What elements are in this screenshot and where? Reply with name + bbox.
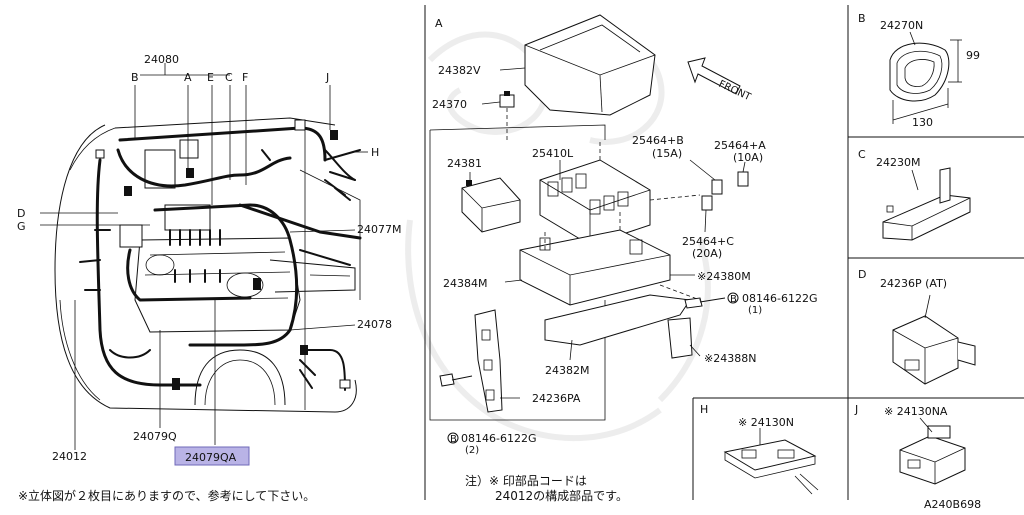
label-25464b-amp: (15A) bbox=[652, 147, 682, 160]
label-24388n: ※24388N bbox=[704, 352, 756, 365]
highlight-24079qa[interactable] bbox=[174, 446, 250, 466]
dim-130: 130 bbox=[912, 116, 933, 129]
bolt-circle-top-letter: B bbox=[730, 294, 737, 305]
panel-d-relay bbox=[892, 294, 976, 385]
label-bolt-top-qty: (1) bbox=[748, 305, 762, 316]
label-e: E bbox=[207, 71, 214, 84]
label-b: B bbox=[131, 71, 139, 84]
panel-a-relay-box bbox=[429, 14, 749, 421]
panel-b-letter: B bbox=[858, 12, 866, 25]
label-h: H bbox=[371, 146, 379, 159]
panel-c-bracket bbox=[882, 167, 971, 241]
label-24384m: 24384M bbox=[443, 277, 487, 290]
label-25464a: 25464+A bbox=[714, 139, 766, 152]
bolt-circle-bottom bbox=[447, 432, 459, 444]
label-24382v: 24382V bbox=[438, 64, 481, 77]
panel-b-grommet bbox=[889, 31, 962, 124]
panel-h-connector bbox=[723, 428, 819, 495]
label-25464c-amp: (20A) bbox=[692, 247, 722, 260]
label-bolt-bottom: 08146-6122G bbox=[461, 432, 536, 445]
label-25410l: 25410L bbox=[532, 147, 574, 160]
footnote-center-line2: 24012の構成部品です。 bbox=[495, 488, 628, 503]
label-f: F bbox=[242, 71, 248, 84]
label-24381: 24381 bbox=[447, 157, 482, 170]
label-a: A bbox=[184, 71, 192, 84]
label-24079q: 24079Q bbox=[133, 430, 177, 443]
engine-room-harness bbox=[40, 63, 368, 450]
label-24077m: 24077M bbox=[357, 223, 401, 236]
label-g: G bbox=[17, 220, 26, 233]
front-label: FRONT bbox=[717, 79, 753, 104]
diagram-id: A240B698 bbox=[924, 498, 981, 511]
panel-j-letter: J bbox=[854, 403, 858, 416]
panel-j-connector bbox=[899, 417, 966, 485]
label-25464b: 25464+B bbox=[632, 134, 684, 147]
label-bolt-bottom-qty: (2) bbox=[465, 445, 479, 456]
label-bolt-top: 08146-6122G bbox=[742, 292, 817, 305]
label-d: D bbox=[17, 207, 25, 220]
label-24380m: ※24380M bbox=[697, 270, 751, 283]
label-25464c: 25464+C bbox=[682, 235, 734, 248]
panel-c-letter: C bbox=[858, 148, 866, 161]
panel-h-letter: H bbox=[700, 403, 708, 416]
label-24079qa: 24079QA bbox=[185, 451, 237, 464]
panel-d-letter: D bbox=[858, 268, 866, 281]
footnote-center-line1: 注）※ 印部品コードは bbox=[465, 473, 587, 488]
label-c: C bbox=[225, 71, 233, 84]
label-25464a-amp: (10A) bbox=[733, 151, 763, 164]
label-j: J bbox=[325, 71, 329, 84]
label-24382m: 24382M bbox=[545, 364, 589, 377]
panel-a-letter: A bbox=[435, 17, 443, 30]
label-24078: 24078 bbox=[357, 318, 392, 331]
dim-99: 99 bbox=[966, 49, 980, 62]
bolt-circle-bottom-letter: B bbox=[450, 434, 457, 445]
footnote-left: ※立体図が２枚目にありますので、参考にして下さい。 bbox=[18, 488, 315, 503]
label-24370: 24370 bbox=[432, 98, 467, 111]
label-24270n: 24270N bbox=[880, 19, 923, 32]
label-24236pa: 24236PA bbox=[532, 392, 581, 405]
label-24080: 24080 bbox=[144, 53, 179, 66]
label-24236p: 24236P (AT) bbox=[880, 277, 947, 290]
label-24230m: 24230M bbox=[876, 156, 920, 169]
label-24130n: ※ 24130N bbox=[738, 416, 794, 429]
label-24130na: ※ 24130NA bbox=[884, 405, 948, 418]
bolt-circle-top bbox=[727, 292, 739, 304]
label-24012: 24012 bbox=[52, 450, 87, 463]
